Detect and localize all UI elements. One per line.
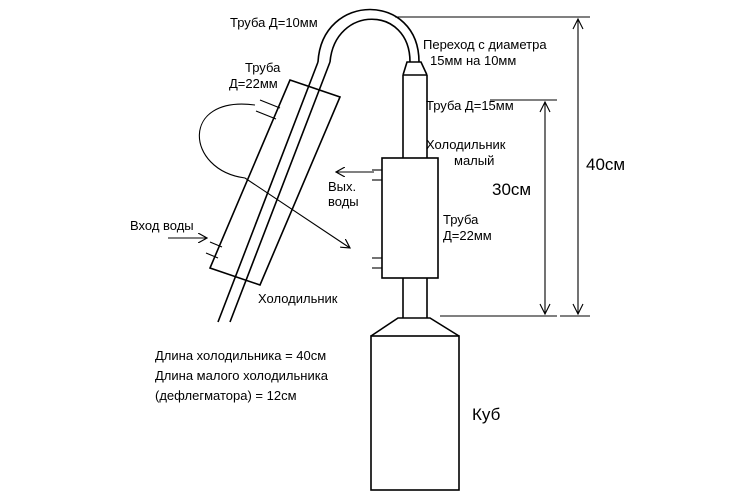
label-pipe-right-2: Д=22мм: [443, 228, 492, 243]
label-pipe-left-1: Труба: [245, 60, 281, 75]
water-hose-loop: [198, 103, 350, 248]
label-pipe-top: Труба Д=10мм: [230, 15, 318, 30]
label-dim-30: 30см: [492, 180, 531, 199]
label-small-condenser-2: малый: [454, 153, 494, 168]
label-condenser: Холодильник: [258, 291, 338, 306]
label-note-2: Длина малого холодильника: [155, 368, 329, 383]
label-dim-40: 40см: [586, 155, 625, 174]
large-condenser: [205, 79, 342, 286]
label-small-condenser-1: Холодильник: [426, 137, 506, 152]
label-water-out-1: Вых.: [328, 179, 356, 194]
label-water-out-2: воды: [328, 194, 359, 209]
label-note-1: Длина холодильника = 40см: [155, 348, 326, 363]
label-note-3: (дефлегматора) = 12см: [155, 388, 297, 403]
label-pipe-left-2: Д=22мм: [229, 76, 278, 91]
label-pipe-right-1: Труба: [443, 212, 479, 227]
small-condenser: [372, 157, 439, 279]
arc-tube: [317, 8, 420, 63]
cube-boiler: [370, 317, 460, 491]
label-water-in: Вход воды: [130, 218, 194, 233]
label-cube: Куб: [472, 405, 501, 424]
label-transition-1: Переход с диаметра: [423, 37, 547, 52]
descending-tube: [217, 61, 331, 323]
vertical-column: [402, 61, 428, 318]
label-pipe-15: Труба Д=15мм: [426, 98, 514, 113]
dimension-40cm: [395, 16, 590, 317]
label-transition-2: 15мм на 10мм: [430, 53, 516, 68]
dimension-30cm: [440, 99, 557, 317]
